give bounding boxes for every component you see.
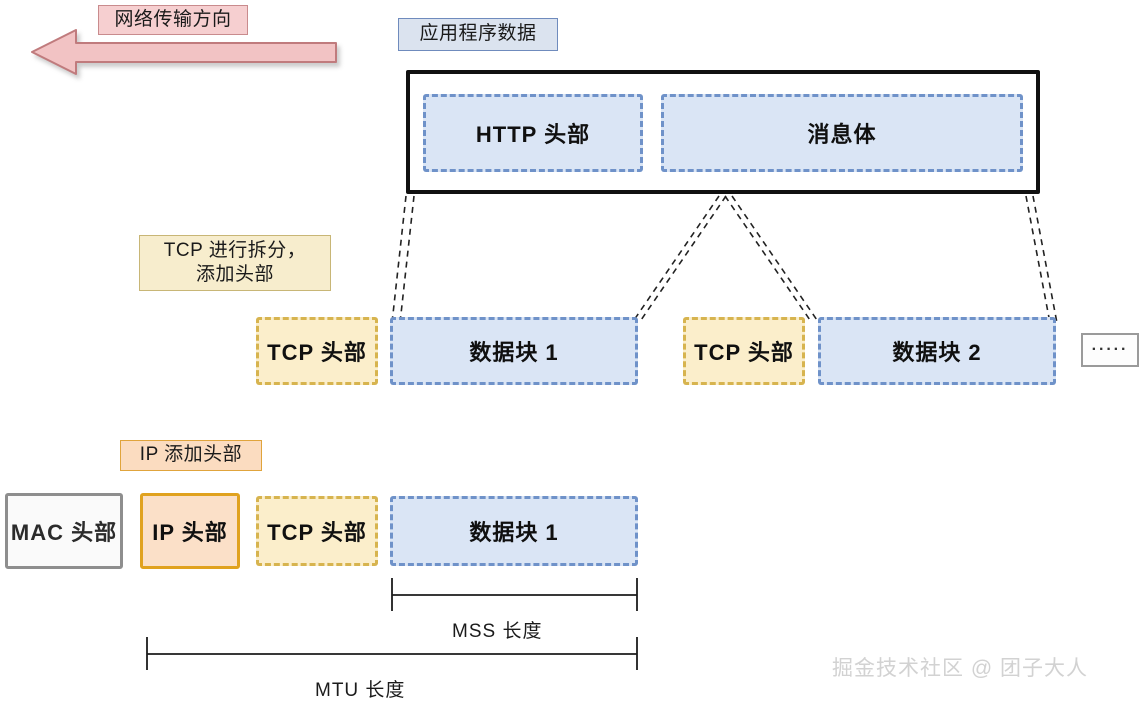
data-block-1: 数据块 1 — [390, 317, 638, 385]
ip-add-header-note: IP 添加头部 — [120, 440, 262, 471]
network-direction-label: 网络传输方向 — [98, 5, 248, 35]
mtu-length-label: MTU 长度 — [315, 680, 406, 701]
mac-header-block: MAC 头部 — [5, 493, 123, 569]
ip-header-block: IP 头部 — [140, 493, 240, 569]
network-direction-arrow — [30, 28, 338, 76]
data-block-2: 数据块 2 — [818, 317, 1056, 385]
watermark-text: 掘金技术社区 @ 团子大人 — [832, 657, 1088, 680]
http-header-block: HTTP 头部 — [423, 94, 643, 172]
application-data-label: 应用程序数据 — [398, 18, 558, 51]
data-block-frame: 数据块 1 — [390, 496, 638, 566]
tcp-header-block-2: TCP 头部 — [683, 317, 805, 385]
tcp-split-note: TCP 进行拆分， 添加头部 — [139, 235, 331, 291]
tcp-header-block-1: TCP 头部 — [256, 317, 378, 385]
mss-length-label: MSS 长度 — [452, 621, 543, 642]
more-segments-box: ····· — [1081, 333, 1139, 367]
message-body-block: 消息体 — [661, 94, 1023, 172]
tcp-header-block-frame: TCP 头部 — [256, 496, 378, 566]
